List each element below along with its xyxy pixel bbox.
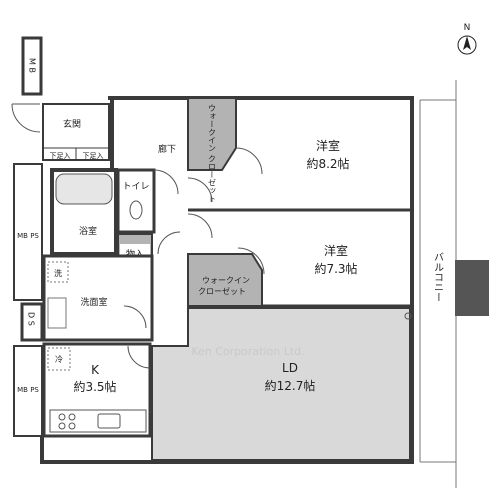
ds-label: D S bbox=[27, 312, 36, 326]
washer-label: 洗 bbox=[54, 268, 62, 278]
mbps-lower-label: MB PS bbox=[17, 386, 39, 394]
stove-icon bbox=[58, 413, 76, 430]
toilet-bowl bbox=[129, 200, 143, 220]
yoshitsu1-name: 洋室 bbox=[316, 138, 340, 153]
hallway-label: 廊下 bbox=[158, 143, 176, 155]
geta-right-label: 下足入 bbox=[83, 152, 104, 160]
washing-machine-space bbox=[47, 261, 69, 283]
western-room-2 bbox=[188, 208, 414, 308]
toilet-door-swing bbox=[153, 169, 179, 195]
mbps-upper-label: MB PS bbox=[17, 232, 39, 240]
watermark: Ken Corporation Ltd. bbox=[191, 345, 304, 358]
balcony-area bbox=[419, 80, 489, 488]
toilet-label: トイレ bbox=[122, 182, 149, 192]
toilet-room bbox=[116, 168, 179, 234]
bath-block bbox=[50, 168, 118, 256]
hall-door-swing-2 bbox=[187, 213, 213, 239]
living-dining-room bbox=[151, 307, 411, 461]
walkin2-label-2: クローゼット bbox=[198, 286, 246, 296]
mbps-lower-shaft bbox=[13, 345, 43, 437]
yoshitsu2-size: 約7.3帖 bbox=[314, 261, 357, 276]
walkin2-door-swing bbox=[237, 247, 265, 275]
yoshitsu2-name: 洋室 bbox=[324, 243, 348, 258]
wash-basin bbox=[47, 297, 67, 329]
fridge-label: 冷 bbox=[55, 354, 63, 364]
balcony-column bbox=[455, 260, 489, 316]
walkin2-label-1: ウォークイン bbox=[202, 276, 250, 285]
walkin-closet-1 bbox=[187, 97, 237, 171]
north-label: N bbox=[464, 23, 471, 33]
washroom bbox=[42, 254, 154, 342]
mb-cabinet-top bbox=[21, 36, 43, 96]
entrance-area bbox=[11, 103, 110, 161]
kitchen-door-swing bbox=[127, 345, 151, 369]
washroom-door-swing bbox=[123, 305, 147, 329]
genkan-label: 玄関 bbox=[63, 118, 81, 130]
ld-size: 約12.7帖 bbox=[265, 378, 316, 393]
bathroom-label: 浴室 bbox=[79, 225, 97, 237]
hall-door-swing-1 bbox=[187, 177, 213, 203]
geta-left-label: 下足入 bbox=[50, 152, 71, 160]
north-arrow-icon bbox=[457, 35, 477, 55]
walkin-closet-2 bbox=[187, 253, 263, 307]
yoshitsu1-size: 約8.2帖 bbox=[306, 156, 349, 171]
mbps-upper-shaft bbox=[13, 163, 43, 301]
walkin1-label: ウォークイン クローゼット bbox=[208, 104, 217, 203]
kitchen bbox=[42, 342, 165, 438]
ld-name: LD bbox=[282, 361, 298, 375]
kitchen-name: K bbox=[91, 363, 100, 377]
walkin1-door-swing bbox=[235, 147, 263, 175]
ld-column-icon bbox=[404, 312, 412, 320]
kitchen-size: 約3.5帖 bbox=[73, 379, 116, 394]
ds-shaft bbox=[20, 302, 44, 342]
hall-door-swing-3 bbox=[157, 231, 181, 255]
kitchen-sink bbox=[97, 413, 121, 429]
washroom-label: 洗面室 bbox=[80, 296, 107, 308]
balcony-label: バルコニー bbox=[432, 252, 444, 302]
bathtub bbox=[55, 173, 113, 205]
mb-top-label: M B bbox=[28, 58, 37, 73]
fridge-space bbox=[47, 347, 71, 371]
